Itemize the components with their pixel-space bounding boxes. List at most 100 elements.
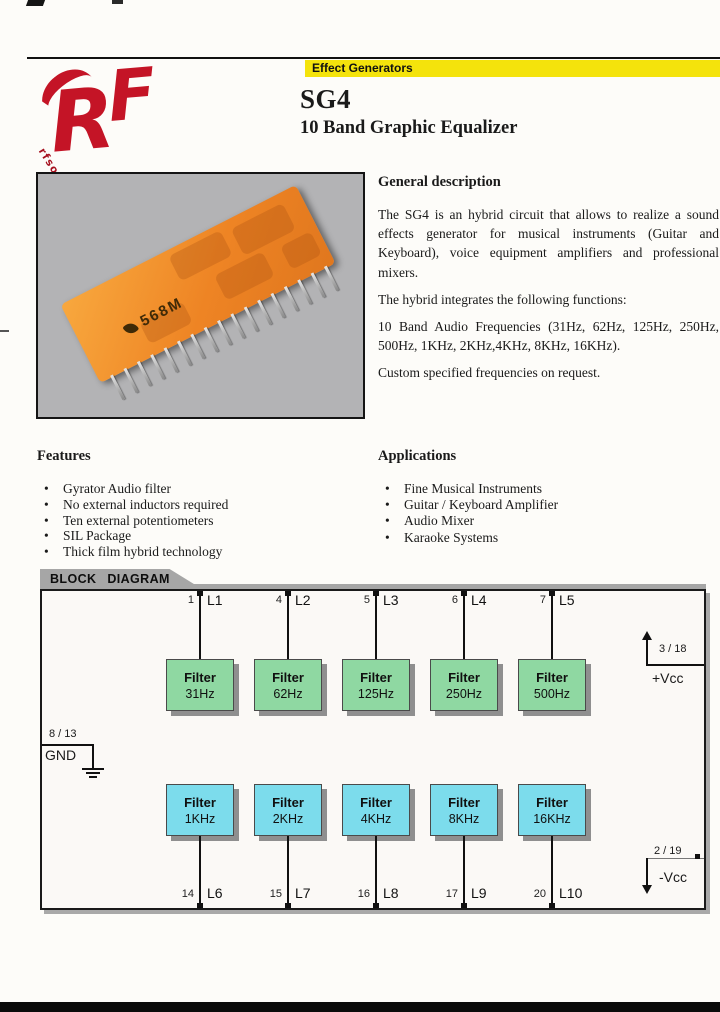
pin-line — [549, 591, 555, 659]
page-subtitle: 10 Band Graphic Equalizer — [300, 118, 518, 138]
description-paragraph: The hybrid integrates the following func… — [378, 291, 627, 307]
vcc-pos-label: +Vcc — [652, 670, 684, 686]
pin-number: 15 — [269, 888, 282, 900]
pin-number: 17 — [445, 888, 458, 900]
general-description-heading: General description — [378, 174, 501, 190]
pin-line — [197, 836, 203, 908]
feature-item: SIL Package — [37, 528, 367, 544]
block-diagram-strip — [40, 584, 706, 589]
chip-print — [280, 231, 323, 270]
hybrid-chip-image: 568M — [60, 184, 339, 400]
chip-pin — [257, 299, 273, 326]
filter-16khz: Filter 16KHz — [518, 784, 586, 836]
scan-artifact — [25, 0, 46, 6]
chip-pin — [323, 265, 339, 292]
chip-pin — [270, 292, 286, 319]
chip-pin — [243, 306, 259, 332]
features-heading: Features — [37, 448, 91, 464]
vcc-neg-pin-numbers: 2 / 19 — [654, 845, 682, 857]
page-title: SG4 — [300, 84, 352, 114]
scan-artifact — [0, 330, 9, 332]
pin-line — [197, 591, 203, 659]
pin-number: 1 — [187, 594, 194, 606]
pin-number: 6 — [451, 594, 458, 606]
chip-pin — [310, 272, 326, 298]
pin-number: 20 — [533, 888, 546, 900]
pin-label: L1 — [207, 592, 223, 608]
pin-line — [461, 836, 467, 908]
arrow-down-icon — [642, 885, 652, 894]
chip-pin — [217, 320, 232, 346]
pin-label: L10 — [559, 885, 583, 901]
category-banner: Effect Generators — [305, 60, 720, 77]
pin-line — [461, 591, 467, 659]
block-diagram-heading: BLOCK DIAGRAM — [50, 572, 170, 586]
filter-31hz: Filter 31Hz — [166, 659, 234, 711]
application-item: Audio Mixer — [378, 513, 708, 529]
vcc-neg-line — [647, 858, 704, 859]
ground-symbol — [82, 768, 104, 770]
pin-number: 5 — [363, 594, 370, 606]
chip-pin — [136, 360, 152, 387]
features-section: Features Gyrator Audio filter No externa… — [37, 448, 367, 560]
application-item: Guitar / Keyboard Amplifier — [378, 497, 708, 513]
rf-solutions-logo: R F rfsolutions — [31, 52, 184, 220]
chip-pin — [190, 333, 206, 360]
vcc-neg-line — [646, 858, 648, 887]
gnd-label: GND — [45, 747, 77, 763]
gnd-line — [92, 744, 94, 768]
general-description-section: General description The SG4 is an hybrid… — [378, 174, 719, 391]
product-photo: 568M — [36, 172, 365, 419]
arrow-up-icon — [642, 631, 652, 640]
pin-label: L2 — [295, 592, 311, 608]
vcc-neg-node-dot — [695, 854, 700, 859]
pin-number: 14 — [181, 888, 194, 900]
chip-pin — [176, 340, 192, 366]
chip-logo-icon — [122, 319, 140, 337]
ground-symbol — [89, 776, 97, 778]
chip-pin — [110, 374, 126, 400]
category-label: Effect Generators — [312, 61, 413, 75]
pin-label: L8 — [383, 885, 399, 901]
filter-250hz: Filter 250Hz — [430, 659, 498, 711]
ground-symbol — [86, 772, 100, 774]
feature-item: Gyrator Audio filter — [37, 481, 367, 497]
header-rule — [27, 57, 720, 59]
feature-item: Thick film hybrid technology — [37, 544, 367, 560]
pin-number: 7 — [539, 594, 546, 606]
pin-label: L7 — [295, 885, 311, 901]
gnd-line — [42, 744, 94, 746]
application-item: Karaoke Systems — [378, 530, 708, 546]
pin-number: 16 — [357, 888, 370, 900]
filter-500hz: Filter 500Hz — [518, 659, 586, 711]
chip-pin — [150, 354, 166, 380]
filter-4khz: Filter 4KHz — [342, 784, 410, 836]
pin-line — [549, 836, 555, 908]
pin-label: L3 — [383, 592, 399, 608]
vcc-neg-label: -Vcc — [659, 869, 687, 885]
filter-125hz: Filter 125Hz — [342, 659, 410, 711]
pin-label: L4 — [471, 592, 487, 608]
applications-heading: Applications — [378, 448, 457, 464]
filter-62hz: Filter 62Hz — [254, 659, 322, 711]
description-paragraph: The SG4 is an hybrid circuit that allows… — [378, 207, 719, 280]
applications-section: Applications Fine Musical Instruments Gu… — [378, 448, 708, 546]
filter-2khz: Filter 2KHz — [254, 784, 322, 836]
pin-label: L9 — [471, 885, 487, 901]
chip-pin — [203, 326, 219, 353]
chip-pin — [163, 347, 179, 373]
pin-number: 4 — [275, 594, 282, 606]
pin-line — [285, 836, 291, 908]
vcc-pos-line — [646, 639, 648, 666]
chip-pin — [230, 313, 246, 339]
chip-pin — [123, 367, 139, 394]
pin-label: L6 — [207, 885, 223, 901]
filter-1khz: Filter 1KHz — [166, 784, 234, 836]
pin-label: L5 — [559, 592, 575, 608]
gnd-pin-numbers: 8 / 13 — [49, 728, 77, 740]
scan-bottom-edge — [0, 1002, 720, 1012]
filter-8khz: Filter 8KHz — [430, 784, 498, 836]
description-paragraph: 10 Band Audio Frequencies (31Hz, 62Hz, 1… — [378, 319, 719, 354]
vcc-pos-pin-numbers: 3 / 18 — [659, 643, 687, 655]
